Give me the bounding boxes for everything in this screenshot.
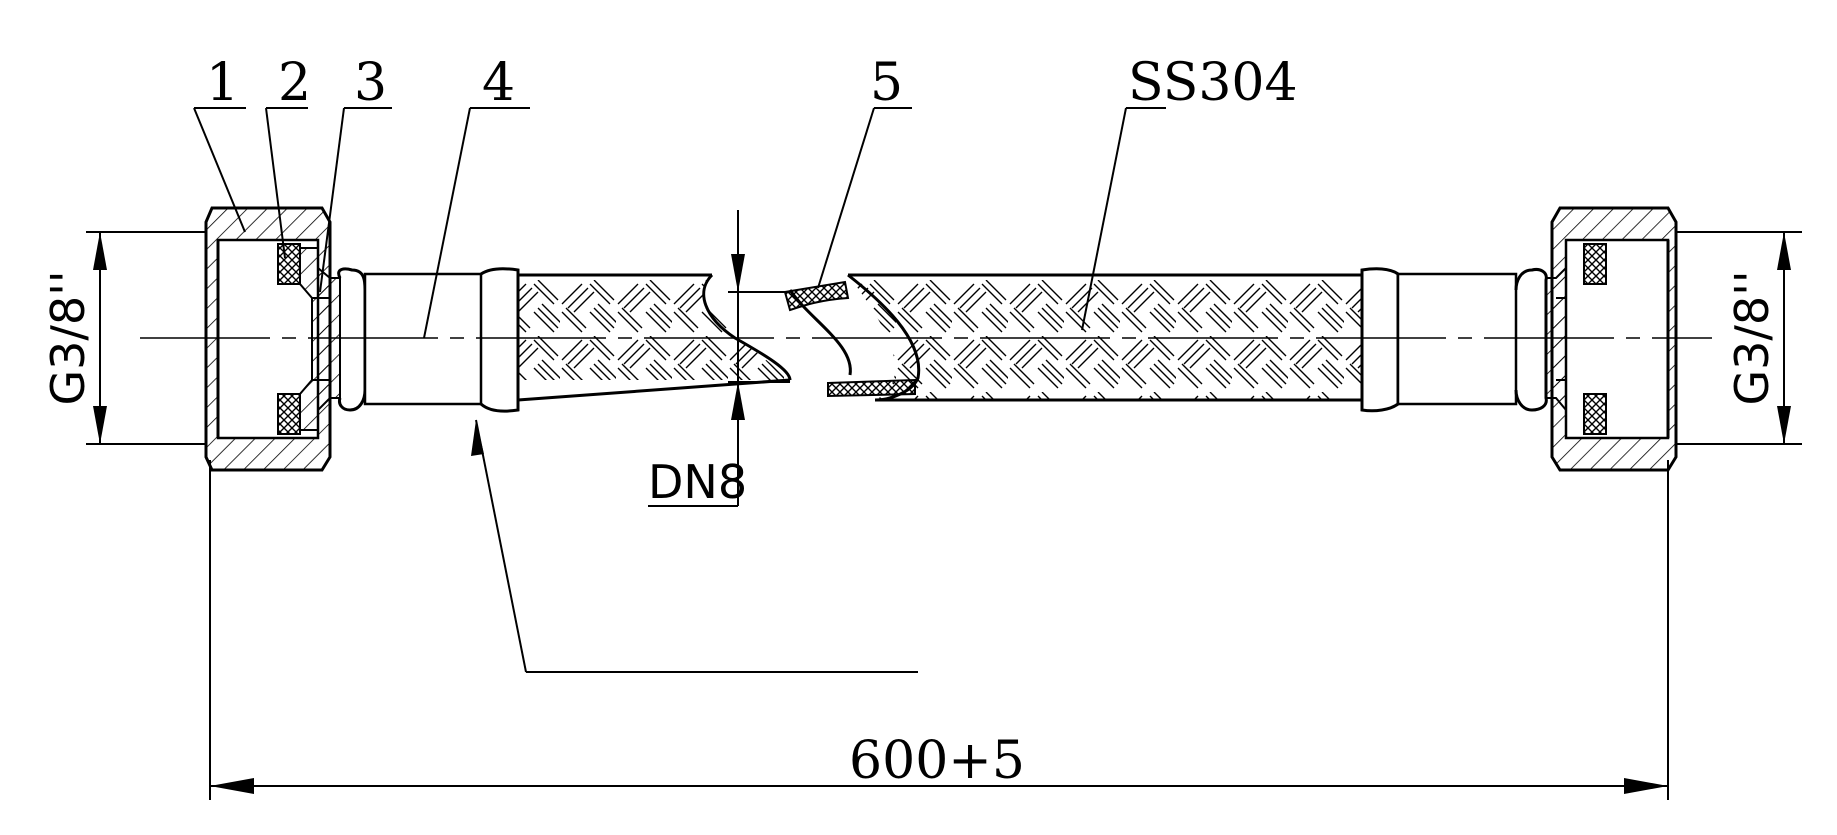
leader-lines — [193, 107, 1166, 339]
right-fitting — [1360, 267, 1548, 413]
right-nut — [1550, 206, 1678, 472]
part-4-label: 4 — [482, 53, 515, 113]
material-label: SS304 — [1128, 53, 1298, 113]
part-5-label: 5 — [870, 53, 903, 113]
bottom-leader — [471, 419, 918, 673]
right-thread-dimension — [1676, 231, 1802, 445]
left-fitting — [337, 267, 520, 413]
diameter-label: DN8 — [648, 455, 747, 509]
part-3-label: 3 — [354, 53, 387, 113]
thread-left-label: G3/8'' — [41, 271, 95, 406]
left-thread-dimension — [86, 231, 206, 445]
dn8-dimension — [648, 210, 790, 507]
part-1-label: 1 — [206, 53, 239, 113]
length-label: 600+5 — [849, 731, 1025, 791]
part-2-label: 2 — [278, 53, 311, 113]
thread-right-label: G3/8'' — [1725, 271, 1779, 406]
length-dimension — [209, 460, 1669, 800]
